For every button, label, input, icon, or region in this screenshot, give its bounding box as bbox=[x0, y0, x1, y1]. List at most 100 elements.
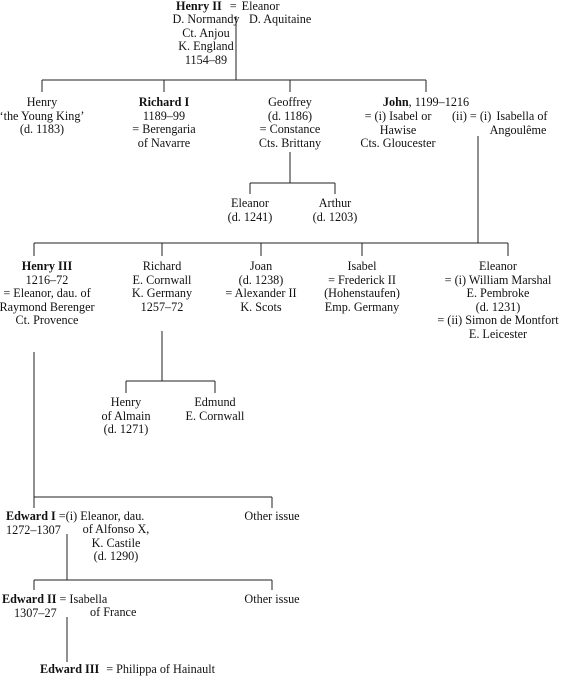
joan-node: Joan (d. 1238) = Alexander II K. Scots bbox=[225, 259, 297, 314]
marriage-sign: = bbox=[229, 0, 237, 13]
henry-ii-node: Henry II = Eleanor bbox=[176, 0, 280, 14]
isabel-node: Isabel = Frederick II (Hohenstaufen) Emp… bbox=[324, 259, 400, 314]
person-name: Eleanor bbox=[479, 259, 517, 273]
spouse-line: (d. 1231) bbox=[475, 299, 521, 314]
eleanor-node: Eleanor = (i) William Marshal E. Pembrok… bbox=[437, 259, 559, 342]
spouse-line: Emp. Germany bbox=[324, 299, 400, 314]
other-issue-label: Other issue bbox=[244, 592, 300, 606]
richard-cornwall-node: Richard E. Cornwall K. Germany 1257–72 bbox=[131, 259, 193, 314]
person-name: Henry bbox=[26, 95, 58, 109]
spouse-line: K. Scots bbox=[240, 299, 282, 314]
reign-dates: , 1199–1216 bbox=[408, 95, 470, 109]
reign-dates: 1307–27 bbox=[14, 605, 57, 620]
spouse-line: = (i) William Marshal bbox=[444, 272, 552, 287]
eleanor-aquitaine-titles: D. Aquitaine bbox=[249, 12, 312, 27]
arthur-node: Arthur (d. 1203) bbox=[312, 196, 358, 224]
reign-dates: 1257–72 bbox=[140, 299, 184, 314]
spouse-line: of France bbox=[90, 605, 137, 619]
isabella-france-titles: of France bbox=[90, 605, 137, 620]
geoffrey-node: Geoffrey (d. 1186) = Constance Cts. Brit… bbox=[258, 95, 322, 150]
spouse-line: E. Leicester bbox=[468, 326, 528, 341]
person-name: Edmund bbox=[194, 395, 236, 409]
spouse-line: = Berengaria bbox=[132, 122, 196, 137]
eleanor-brittany-node: Eleanor (d. 1241) bbox=[227, 196, 273, 224]
spouse-line: Hawise bbox=[379, 122, 417, 137]
henry-ii-titles: D. Normandy Ct. Anjou K. England 1154–89 bbox=[172, 12, 240, 67]
spouse-line: (Hohenstaufen) bbox=[324, 286, 400, 301]
person-name: Henry III bbox=[21, 259, 73, 273]
title-line: of Almain bbox=[101, 408, 151, 423]
person-name: Richard I bbox=[138, 95, 190, 109]
title-line: D. Normandy bbox=[172, 12, 240, 26]
edward-ii-node: Edward II=Isabella 1307–27 bbox=[2, 592, 108, 620]
spouse-line: = Constance bbox=[259, 122, 321, 137]
spouse-line: = (ii) Simon de Montfort bbox=[437, 313, 559, 328]
marriage-sign: (ii) = (i) bbox=[452, 109, 492, 123]
spouse-line: = (i) Isabel or bbox=[364, 109, 432, 123]
title-line: E. Cornwall bbox=[132, 272, 192, 287]
title-line: K. England bbox=[178, 39, 234, 54]
other-issue-1: Other issue bbox=[244, 509, 299, 524]
person-name: Edward III bbox=[40, 662, 100, 676]
death-date: (d. 1241) bbox=[227, 209, 273, 224]
death-date: (d. 1238) bbox=[238, 272, 284, 287]
marriage-sign: = bbox=[106, 662, 114, 676]
edmund-node: Edmund E. Cornwall bbox=[185, 395, 245, 423]
spouse-name: Eleanor bbox=[241, 0, 280, 13]
death-date: (d. 1290) bbox=[93, 549, 139, 564]
marriage-sign: = bbox=[59, 592, 67, 606]
henry-almain-node: Henry of Almain (d. 1271) bbox=[101, 395, 151, 437]
spouse-line: K. Castile bbox=[91, 535, 141, 550]
person-name: Arthur bbox=[318, 196, 352, 210]
person-name: Henry bbox=[110, 395, 142, 409]
isabella-angouleme-place: Angoulême bbox=[489, 123, 547, 138]
spouse-line: E. Pembroke bbox=[466, 286, 530, 301]
edward-i-node: Edward I=(i) Eleanor, dau. 1272–1307 bbox=[6, 509, 144, 537]
spouse-line: Ct. Provence bbox=[15, 313, 79, 328]
other-issue-2: Other issue bbox=[244, 592, 300, 607]
person-name: Isabella of bbox=[496, 109, 548, 123]
person-name: Joan bbox=[249, 259, 273, 273]
richard-i-node: Richard I 1189–99 = Berengaria of Navarr… bbox=[132, 95, 196, 150]
title-line: Ct. Anjou bbox=[182, 25, 230, 40]
reign-dates: 1189–99 bbox=[142, 108, 186, 123]
john-node: John, 1199–1216 bbox=[382, 95, 470, 110]
death-date: (d. 1183) bbox=[19, 122, 65, 137]
marriage-sign: = bbox=[58, 509, 66, 523]
spouse-line: of Navarre bbox=[137, 135, 191, 150]
spouse-line: = Alexander II bbox=[225, 286, 297, 301]
henry-iii-node: Henry III 1216–72 = Eleanor, dau. of Ray… bbox=[0, 259, 95, 328]
reign-dates: 1216–72 bbox=[25, 272, 69, 287]
reign-dates: 1154–89 bbox=[184, 52, 228, 67]
eleanor-castile-titles: of Alfonso X, K. Castile (d. 1290) bbox=[83, 522, 150, 564]
death-date: (d. 1271) bbox=[103, 422, 149, 437]
spouse-line: Cts. Brittany bbox=[258, 135, 322, 150]
edward-iii-node: Edward III =Philippa of Hainault bbox=[40, 662, 215, 677]
death-date: (d. 1203) bbox=[312, 209, 358, 224]
spouse-name: Philippa of Hainault bbox=[116, 662, 215, 676]
death-date: (d. 1186) bbox=[267, 108, 313, 123]
epithet: ‘the Young King’ bbox=[0, 108, 85, 123]
person-name: Edward I bbox=[6, 509, 56, 523]
person-name: Geoffrey bbox=[268, 95, 312, 109]
reign-dates: 1272–1307 bbox=[6, 522, 61, 537]
person-name: Edward II bbox=[2, 592, 57, 606]
spouse-line: Raymond Berenger bbox=[0, 299, 95, 314]
title-line: K. Germany bbox=[131, 286, 193, 301]
title-line: D. Aquitaine bbox=[249, 12, 312, 26]
title-line: E. Cornwall bbox=[185, 408, 245, 423]
title-line: Angoulême bbox=[489, 123, 547, 137]
spouse-line: Cts. Gloucester bbox=[360, 136, 436, 151]
person-name: Isabel bbox=[347, 259, 377, 273]
isabella-angouleme-node: (ii) = (i) Isabella of bbox=[452, 109, 548, 124]
spouse-line: = Eleanor, dau. of bbox=[3, 286, 91, 301]
spouse-line: = Frederick II bbox=[328, 272, 396, 287]
person-name: Henry II bbox=[176, 0, 222, 13]
henry-young-king-node: Henry ‘the Young King’ (d. 1183) bbox=[0, 95, 85, 137]
john-first-wife: = (i) Isabel or Hawise Cts. Gloucester bbox=[360, 109, 436, 151]
spouse-name: Isabella bbox=[69, 592, 108, 606]
person-name: Eleanor bbox=[231, 196, 269, 210]
person-name: Richard bbox=[142, 259, 182, 273]
person-name: John bbox=[382, 95, 409, 109]
